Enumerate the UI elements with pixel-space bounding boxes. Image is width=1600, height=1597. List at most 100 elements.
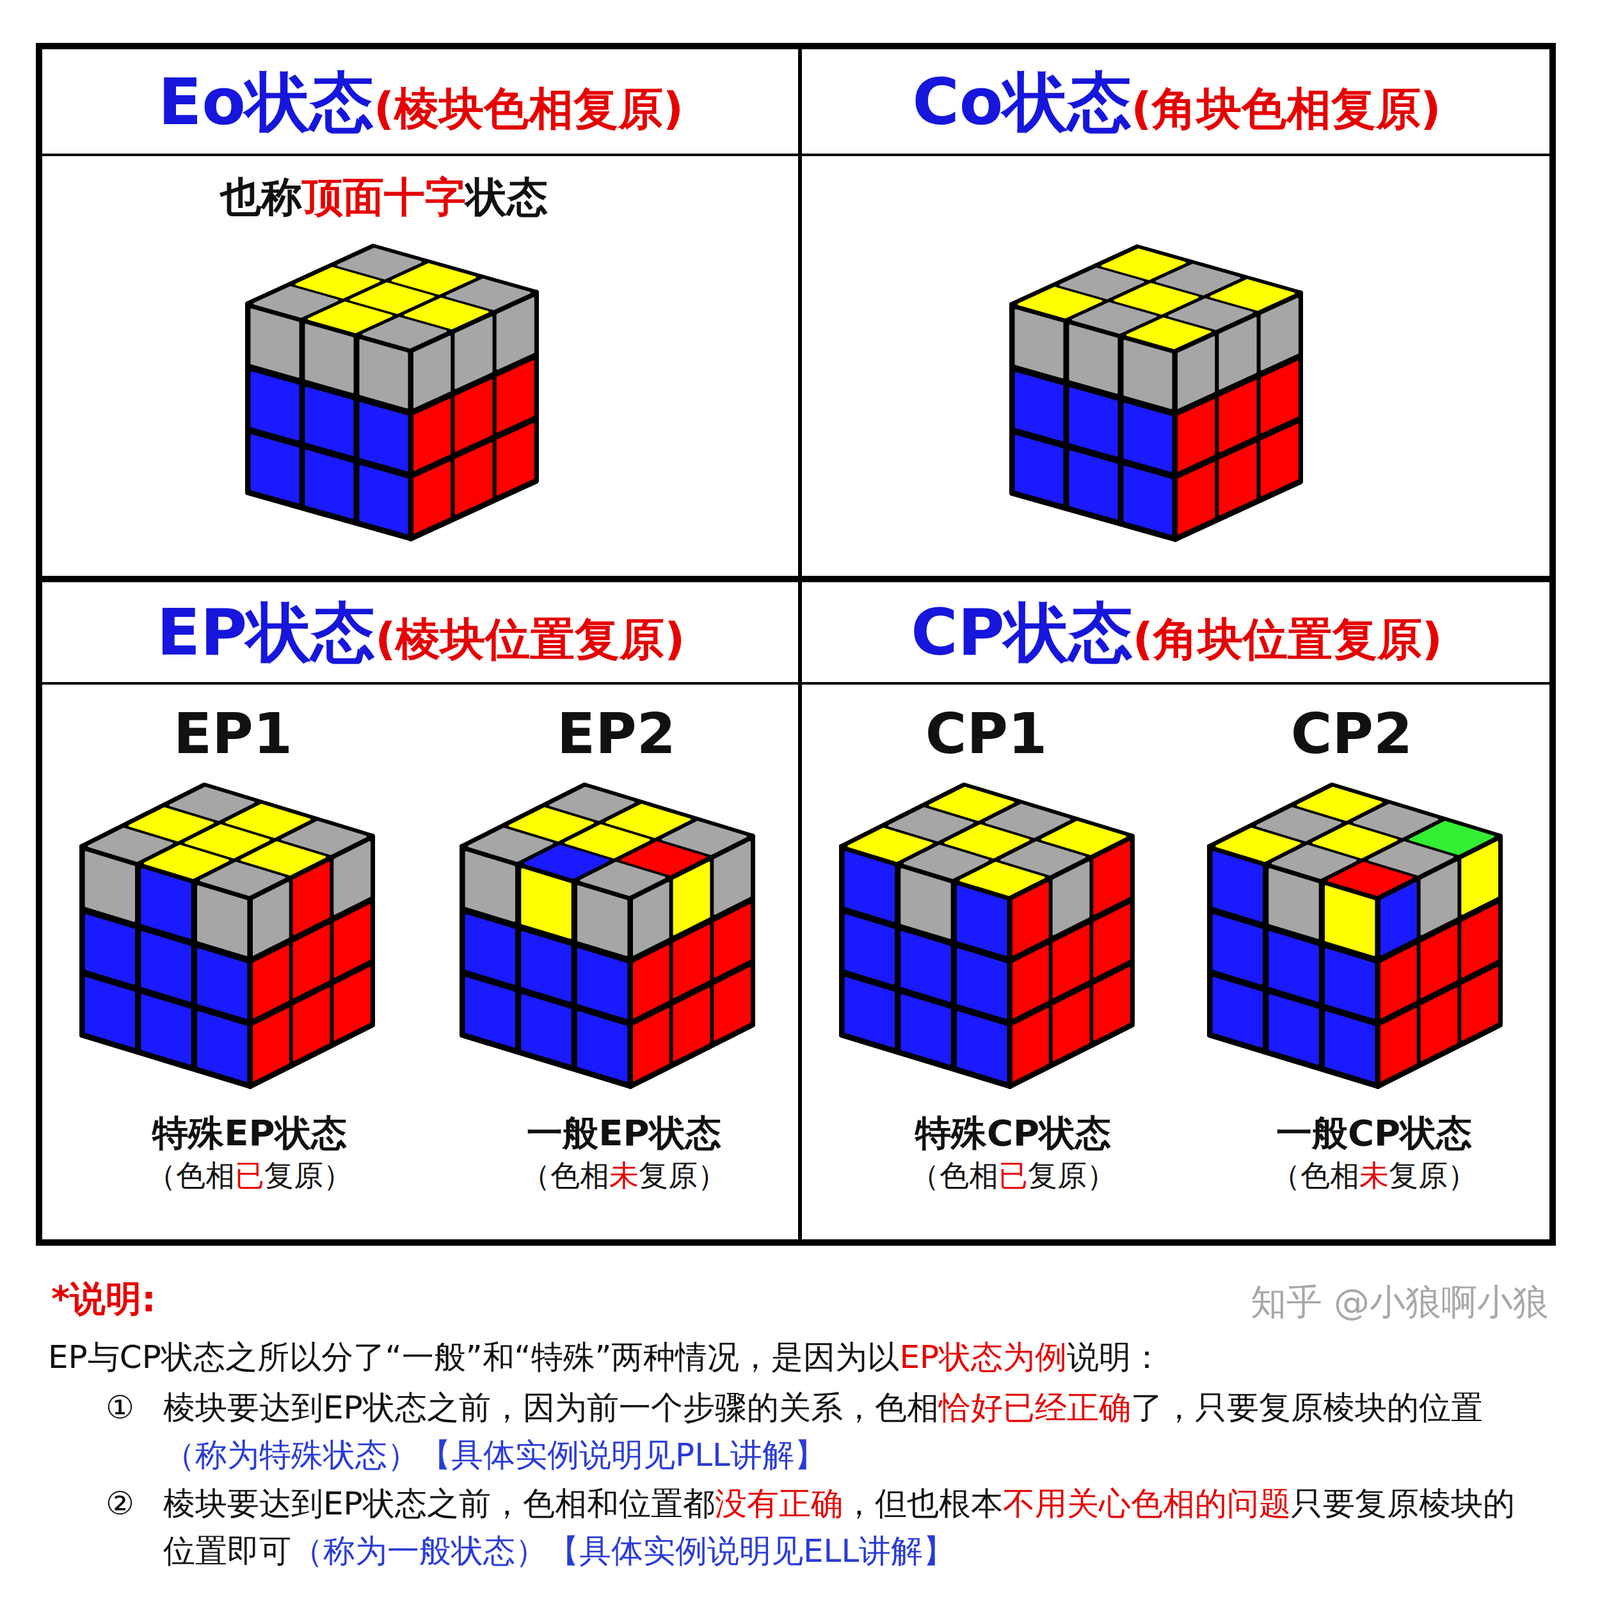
case-caption: 一般CP状态 bbox=[1276, 1111, 1472, 1156]
note-item-text: 【具体实例说明见PLL讲解】 bbox=[419, 1436, 827, 1474]
cube-sticker bbox=[142, 995, 191, 1065]
cube-sticker bbox=[293, 926, 329, 998]
table-divider bbox=[39, 682, 1553, 685]
cube-sticker bbox=[1070, 451, 1117, 519]
state-name: Co状态 bbox=[912, 65, 1131, 139]
cube-sticker bbox=[1013, 1009, 1049, 1081]
cube-sticker bbox=[1124, 466, 1172, 534]
state-description: (角块色相复原) bbox=[1131, 83, 1442, 136]
cube-sticker bbox=[1213, 915, 1262, 985]
cube-sticker bbox=[633, 946, 669, 1019]
cube-sticker bbox=[251, 309, 299, 377]
cube-sticker bbox=[360, 403, 408, 471]
note-intro-text: EP状态为例 bbox=[899, 1338, 1067, 1376]
case-caption-text: 特殊EP状态 bbox=[152, 1112, 347, 1154]
cube-face bbox=[247, 246, 537, 351]
case-note-text: 复原） bbox=[1027, 1158, 1117, 1193]
note-heading-text: *说明: bbox=[51, 1278, 157, 1320]
cube-sticker bbox=[497, 360, 534, 432]
case-caption-text: 一般CP状态 bbox=[1276, 1112, 1472, 1154]
cube-face bbox=[81, 785, 373, 898]
cell-subtitle-text: 状态 bbox=[465, 173, 548, 221]
case-caption: 特殊CP状态 bbox=[915, 1111, 1112, 1156]
case-label-text: EP1 bbox=[173, 700, 293, 767]
cube-sticker bbox=[1269, 932, 1318, 1002]
case-label: CP2 bbox=[1290, 698, 1413, 770]
cube-sticker bbox=[901, 932, 950, 1002]
cube-sticker bbox=[334, 905, 370, 978]
cube-sticker bbox=[662, 821, 746, 855]
cube-sticker bbox=[465, 915, 514, 985]
note-intro-text: 说明： bbox=[1066, 1338, 1163, 1376]
cell-subtitle: 也称顶面十字状态 bbox=[220, 171, 548, 223]
cube-sticker bbox=[305, 450, 353, 518]
cell-subtitle-text: 顶面十字 bbox=[302, 173, 466, 221]
cube-sticker bbox=[1178, 463, 1215, 534]
table-border bbox=[39, 46, 1553, 1243]
cube-sticker bbox=[1070, 388, 1117, 456]
cube-sticker bbox=[1178, 400, 1215, 471]
cube-sticker bbox=[282, 821, 366, 855]
note-item: 棱块要达到EP状态之前，因为前一个步骤的关系，色相恰好已经正确了，只要复原棱块的… bbox=[163, 1384, 1546, 1480]
cube-illustrations bbox=[81, 246, 1501, 1087]
state-description: (棱块色相复原) bbox=[373, 83, 684, 136]
case-note-text: 未 bbox=[1359, 1158, 1389, 1193]
case-label: EP2 bbox=[556, 698, 676, 770]
cube-sticker bbox=[1421, 988, 1457, 1061]
cube-sticker bbox=[1013, 946, 1049, 1019]
header-row: Eo状态(棱块色相复原) bbox=[158, 65, 684, 139]
cube-sticker bbox=[1213, 977, 1262, 1048]
cube-sticker bbox=[1041, 821, 1126, 855]
case-note-text: 复原） bbox=[264, 1158, 353, 1193]
cube-sticker bbox=[251, 435, 299, 503]
case-note: （色相未复原） bbox=[520, 1157, 728, 1195]
note-item-text: （称为特殊状态） bbox=[163, 1436, 420, 1474]
note-intro-text: EP与CP状态之所以分了“一般”和“特殊”两种情况，是因为以 bbox=[48, 1338, 900, 1376]
cube-sticker bbox=[1462, 905, 1498, 978]
header-row: EP状态(棱块位置复原) bbox=[156, 595, 686, 670]
case-caption: 一般EP状态 bbox=[526, 1111, 721, 1156]
note-item-text: 棱块要达到EP状态之前，色相和位置都 bbox=[163, 1485, 715, 1523]
header-row: CP状态(角块位置复原) bbox=[910, 595, 1443, 670]
cube-sticker bbox=[446, 279, 530, 310]
case-caption: 特殊EP状态 bbox=[152, 1111, 347, 1156]
watermark: 知乎 @小狼啊小狼 bbox=[1250, 1280, 1549, 1325]
cube-sticker bbox=[198, 949, 247, 1019]
cube-sticker bbox=[497, 424, 534, 495]
state-name: CP状态 bbox=[910, 595, 1133, 670]
cube-sticker bbox=[1409, 821, 1494, 855]
case-note-text: 未 bbox=[609, 1158, 639, 1193]
cube-sticker bbox=[958, 949, 1007, 1019]
note-item-text: 了，只要复原棱块的位置 bbox=[1130, 1389, 1483, 1427]
header-cell: CP状态(角块位置复原) bbox=[803, 583, 1550, 682]
case-label-text: CP1 bbox=[925, 700, 1048, 767]
cube-sticker bbox=[633, 1009, 669, 1081]
state-description: (角块位置复原) bbox=[1132, 613, 1443, 666]
note-bullet-text: ① bbox=[105, 1389, 135, 1427]
cube-sticker bbox=[198, 1012, 247, 1082]
cube-sticker bbox=[455, 380, 492, 451]
cube-face bbox=[841, 785, 1133, 898]
case-caption-text: 特殊CP状态 bbox=[915, 1112, 1112, 1154]
cube-sticker bbox=[1210, 280, 1294, 310]
cube-sticker bbox=[901, 995, 950, 1065]
cube-sticker bbox=[1053, 926, 1089, 998]
header-cell: Eo状态(棱块色相复原) bbox=[44, 51, 797, 153]
case-note-text: 复原） bbox=[638, 1158, 728, 1193]
case-label-text: EP2 bbox=[556, 700, 676, 767]
cube-sticker bbox=[360, 465, 408, 534]
case-note-text: 复原） bbox=[1388, 1158, 1478, 1193]
cube-sticker bbox=[522, 932, 571, 1002]
case-label-text: CP2 bbox=[1290, 700, 1413, 767]
note-item-text: 棱块要达到EP状态之前，因为前一个步骤的关系，色相 bbox=[163, 1389, 939, 1427]
case-note-text: （色相 bbox=[1271, 1158, 1360, 1193]
cube-sticker bbox=[1124, 341, 1172, 409]
note-bullet-text: ② bbox=[105, 1485, 135, 1523]
cube-sticker bbox=[845, 977, 894, 1048]
cube-sticker bbox=[578, 1012, 627, 1082]
cube-sticker bbox=[360, 340, 408, 408]
cube-sticker bbox=[465, 977, 514, 1048]
cube-sticker bbox=[1261, 361, 1298, 432]
case-note: （色相已复原） bbox=[146, 1157, 353, 1195]
